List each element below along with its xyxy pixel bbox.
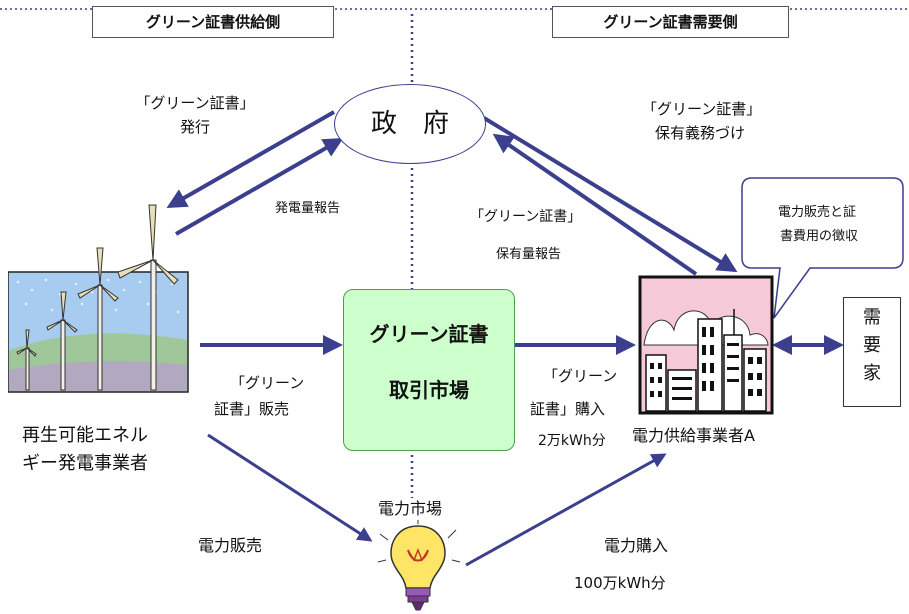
consumer-char-3: 家 [863, 363, 881, 384]
header-supply-side: グリーン証書供給側 [92, 6, 334, 38]
label-cert-buy-2: 証書」購入 [530, 400, 606, 418]
arrow-power-buy [465, 453, 667, 567]
government-node: 政 府 [334, 84, 486, 164]
power-market-label: 電力市場 [378, 499, 443, 518]
callout-bubble [741, 177, 904, 319]
consumer-char-2: 要 [863, 335, 881, 356]
green-cert-market-node: グリーン証書 取引市場 [343, 289, 515, 451]
supplier-label: 電力供給事業者A [632, 426, 755, 445]
consumer-char-1: 需 [863, 307, 881, 328]
label-cert-buy-1: 「グリーン [543, 367, 618, 385]
label-cert-issue-1: 「グリーン証書」 [135, 94, 255, 112]
label-gen-report: 発電量報告 [275, 201, 341, 216]
market-line-1: グリーン証書 [369, 322, 489, 346]
label-cert-issue-2: 発行 [179, 118, 210, 136]
label-power-buy-1: 電力購入 [604, 536, 669, 555]
label-holding-duty-2: 保有義務づけ [655, 124, 746, 142]
city-buildings-icon [638, 275, 774, 415]
label-cert-sale-2: 証書」販売 [214, 400, 290, 418]
callout-line-1: 電力販売と証 [778, 205, 857, 220]
market-line-2: 取引市場 [389, 378, 469, 402]
label-holding-report-2: 保有量報告 [496, 247, 562, 262]
label-power-buy-2: 100万kWh分 [574, 574, 666, 592]
wind-turbines-icon [8, 204, 189, 393]
generator-label-2: ギー発電事業者 [22, 453, 148, 474]
arrow-gen-report [175, 138, 344, 236]
label-holding-report-1: 「グリーン証書」 [470, 209, 582, 225]
label-cert-buy-3: 2万kWh分 [538, 433, 606, 449]
arrow-duty [482, 116, 738, 273]
generator-label-1: 再生可能エネル [22, 425, 148, 446]
callout-line-2: 書費用の徴収 [780, 229, 859, 244]
label-holding-duty-1: 「グリーン証書」 [642, 100, 762, 118]
label-power-sale: 電力販売 [198, 536, 263, 555]
light-bulb-icon [378, 520, 461, 611]
arrow-issue [166, 110, 335, 208]
header-demand-side: グリーン証書需要側 [552, 6, 789, 38]
arrow-power-sale [207, 433, 373, 542]
label-cert-sale-1: 「グリーン [230, 374, 305, 392]
arrow-holding-report [492, 133, 698, 276]
consumer-node: 需 要 家 [843, 297, 901, 407]
